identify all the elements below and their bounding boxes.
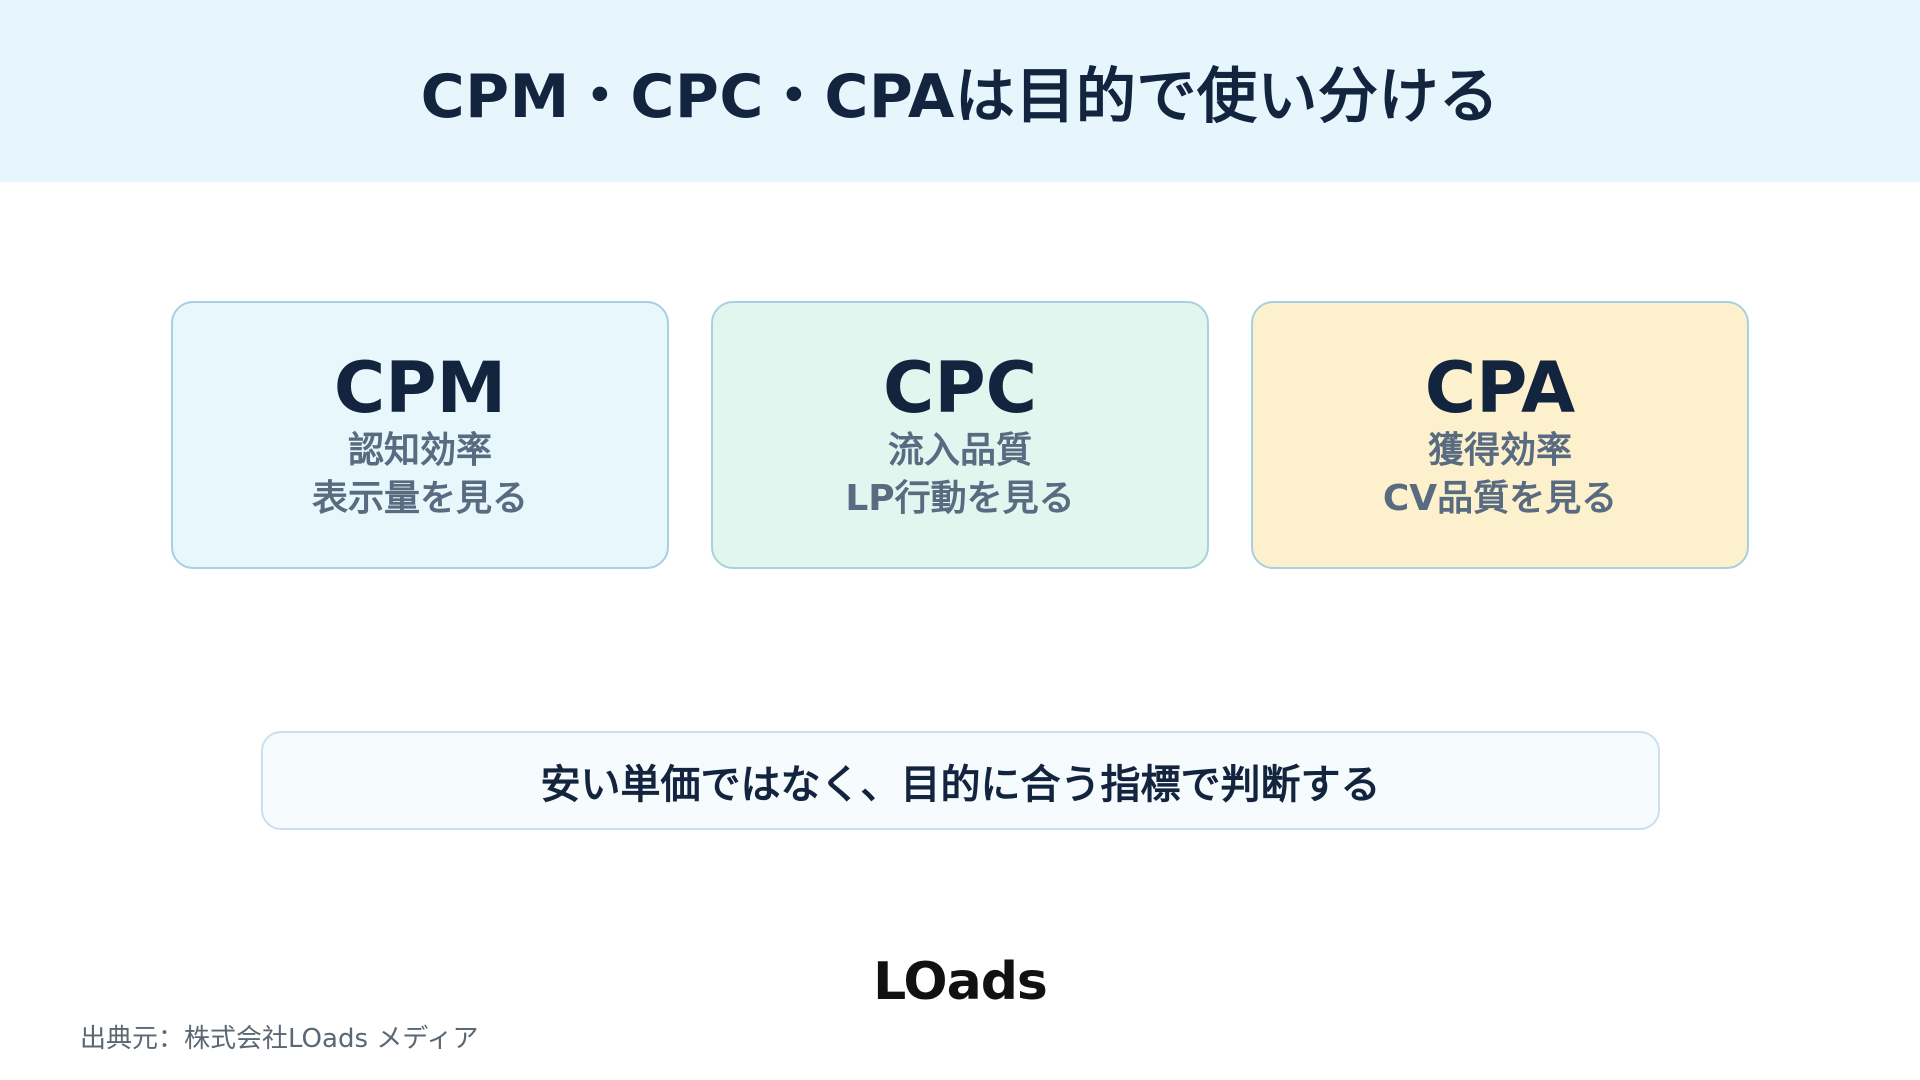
loads-logo: LOads (873, 952, 1048, 1012)
card-subtitle: 獲得効率 (1427, 430, 1572, 471)
card-subtitle: 認知効率 (347, 430, 492, 471)
card-description: 表示量を見る (311, 478, 528, 519)
card-subtitle: 流入品質 (887, 430, 1032, 471)
source-credit: 出典元：株式会社LOads メディア (80, 1024, 479, 1054)
summary-text: 安い単価ではなく、目的に合う指標で判断する (540, 761, 1381, 808)
summary-banner: 安い単価ではなく、目的に合う指標で判断する (261, 731, 1660, 830)
card-title: CPC (882, 347, 1038, 429)
card-cpm: CPM 認知効率 表示量を見る (171, 301, 669, 569)
card-cpa: CPA 獲得効率 CV品質を見る (1251, 301, 1749, 569)
card-description: LP行動を見る (845, 478, 1075, 519)
card-title: CPA (1424, 347, 1576, 429)
card-cpc: CPC 流入品質 LP行動を見る (711, 301, 1209, 569)
header-band: CPM・CPC・CPAは目的で使い分ける (0, 0, 1920, 182)
card-title: CPM (333, 347, 507, 429)
card-description: CV品質を見る (1382, 478, 1618, 519)
page-title: CPM・CPC・CPAは目的で使い分ける (420, 61, 1500, 132)
